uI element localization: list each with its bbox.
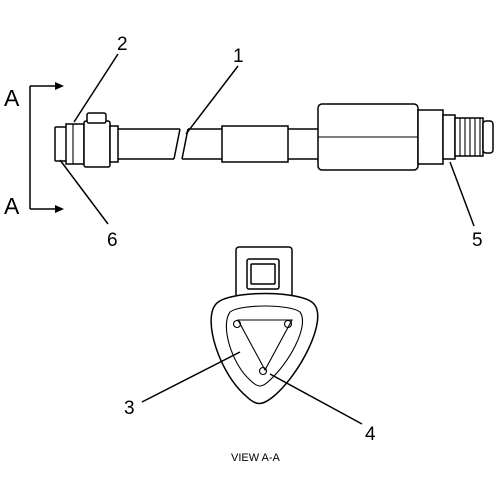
callout-6: 6 [107, 230, 118, 251]
callout-5: 5 [472, 230, 483, 251]
section-letter-top: A [4, 85, 20, 111]
terminal-cavity-b [283, 319, 293, 329]
callout-4: 4 [365, 424, 376, 445]
sensor-body [317, 103, 494, 171]
sensor-threads [454, 117, 484, 157]
callout-2: 2 [117, 34, 128, 55]
view-label: VIEW A-A [231, 452, 281, 464]
terminal-cavity-c [258, 366, 268, 376]
cable-left-segment [118, 128, 181, 160]
leader-lines [59, 53, 475, 227]
section-letter-bottom: A [4, 193, 20, 219]
terminal-cavity-a [232, 319, 242, 329]
cable-right-segment [181, 125, 318, 163]
view-leader-lines [141, 351, 363, 425]
section-line-a-a: A A [4, 82, 64, 219]
callout-1: 1 [233, 46, 244, 67]
view-a-a-connector-face [210, 246, 319, 405]
callout-3: 3 [124, 398, 135, 419]
left-connector [54, 112, 119, 168]
